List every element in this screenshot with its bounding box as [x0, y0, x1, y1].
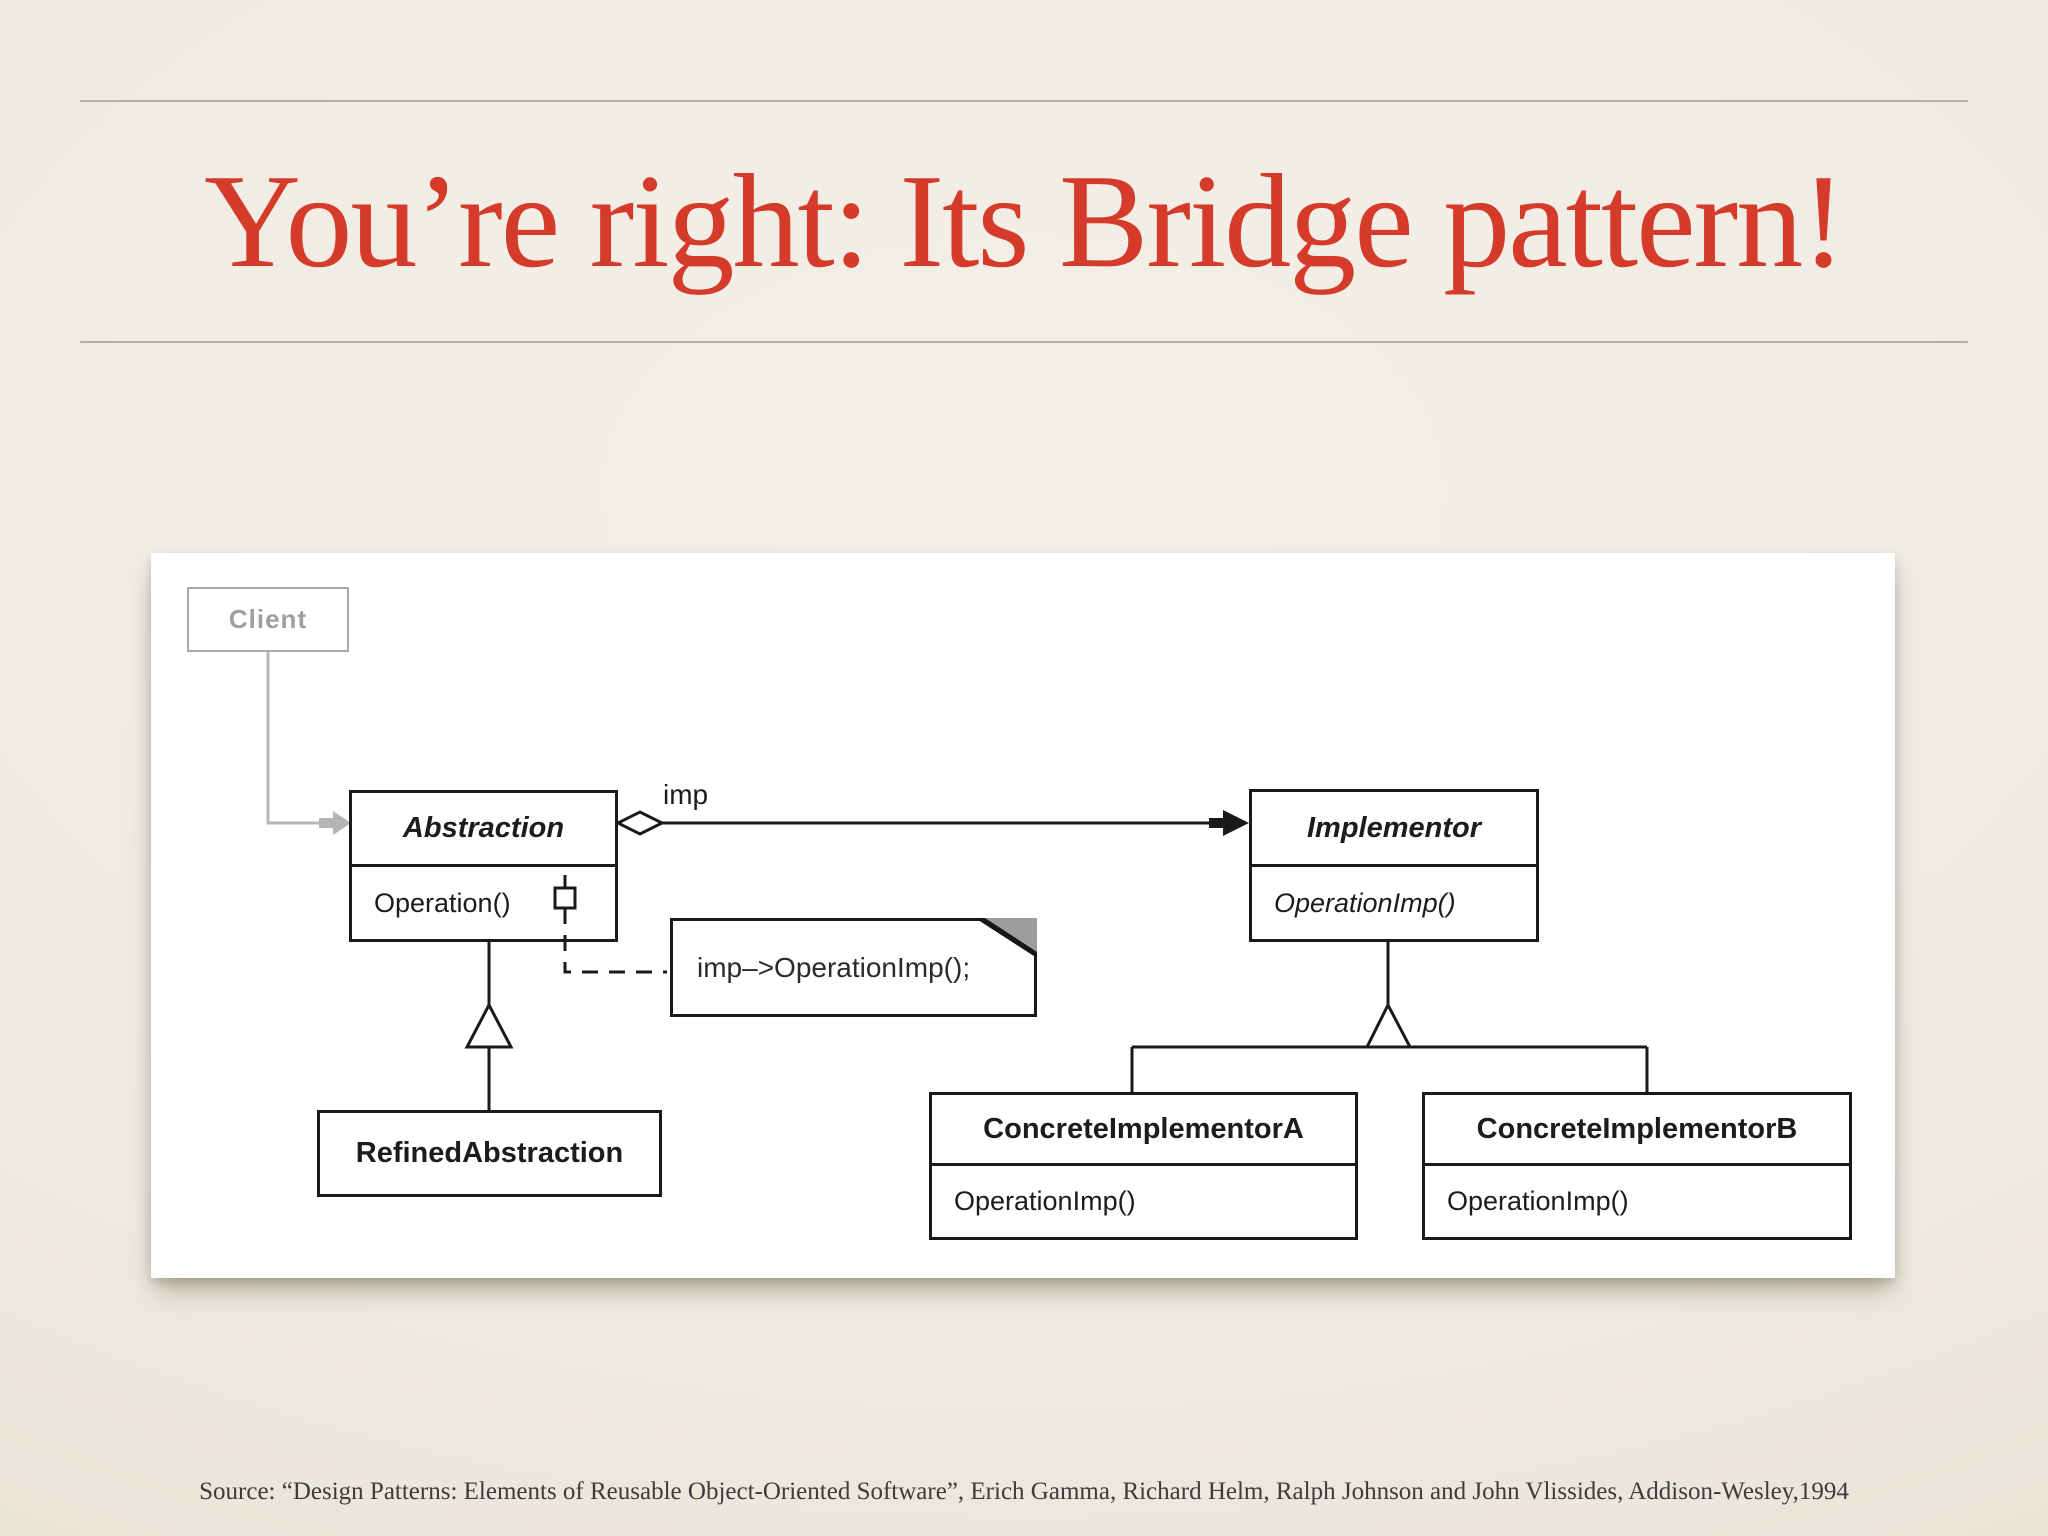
- diagram-panel: Client Abstraction Operation() Implement…: [151, 553, 1895, 1278]
- inheritance-triangle-left-icon: [464, 1001, 514, 1049]
- code-note-box: imp–>OperationImp();: [670, 918, 1037, 1017]
- class-method-operation: Operation(): [374, 887, 511, 918]
- class-name-concrete-implementor-b: ConcreteImplementorB: [1425, 1095, 1849, 1166]
- class-name-abstraction: Abstraction: [352, 793, 615, 867]
- class-method-operationimp-a: OperationImp(): [954, 1186, 1136, 1216]
- implementor-class-box: Implementor OperationImp(): [1249, 789, 1539, 942]
- source-citation: Source: “Design Patterns: Elements of Re…: [199, 1478, 1849, 1505]
- inheritance-triangle-right-icon: [1364, 1001, 1413, 1049]
- abstraction-class-box: Abstraction Operation(): [349, 790, 618, 942]
- refined-abstraction-class-box: RefinedAbstraction: [317, 1110, 662, 1197]
- class-name-refined-abstraction: RefinedAbstraction: [355, 1137, 624, 1169]
- concrete-implementor-a-class-box: ConcreteImplementorA OperationImp(): [929, 1092, 1358, 1240]
- imp-association-label: imp: [663, 779, 709, 810]
- divider-top: [80, 100, 1968, 102]
- client-arrow-butt: [319, 818, 335, 828]
- class-name-concrete-implementor-a: ConcreteImplementorA: [932, 1095, 1355, 1166]
- title-area: You’re right: Its Bridge pattern!: [0, 102, 2048, 340]
- concrete-implementor-b-class-box: ConcreteImplementorB OperationImp(): [1422, 1092, 1852, 1240]
- class-method-operationimp-b: OperationImp(): [1447, 1186, 1629, 1216]
- class-method-operationimp: OperationImp(): [1274, 887, 1456, 918]
- client-class-box: Client: [187, 587, 349, 652]
- client-connector-line: [266, 652, 335, 825]
- aggregation-diamond-icon: [614, 810, 666, 836]
- divider-bottom: [80, 341, 1968, 343]
- code-note-text: imp–>OperationImp();: [697, 951, 971, 983]
- class-name-implementor: Implementor: [1252, 792, 1536, 867]
- slide-title: You’re right: Its Bridge pattern!: [204, 147, 1846, 295]
- imp-arrow-butt: [1209, 818, 1225, 828]
- dog-ear-icon: [985, 918, 1037, 952]
- imp-arrowhead-icon: [1223, 810, 1249, 836]
- client-class-label: Client: [228, 604, 308, 634]
